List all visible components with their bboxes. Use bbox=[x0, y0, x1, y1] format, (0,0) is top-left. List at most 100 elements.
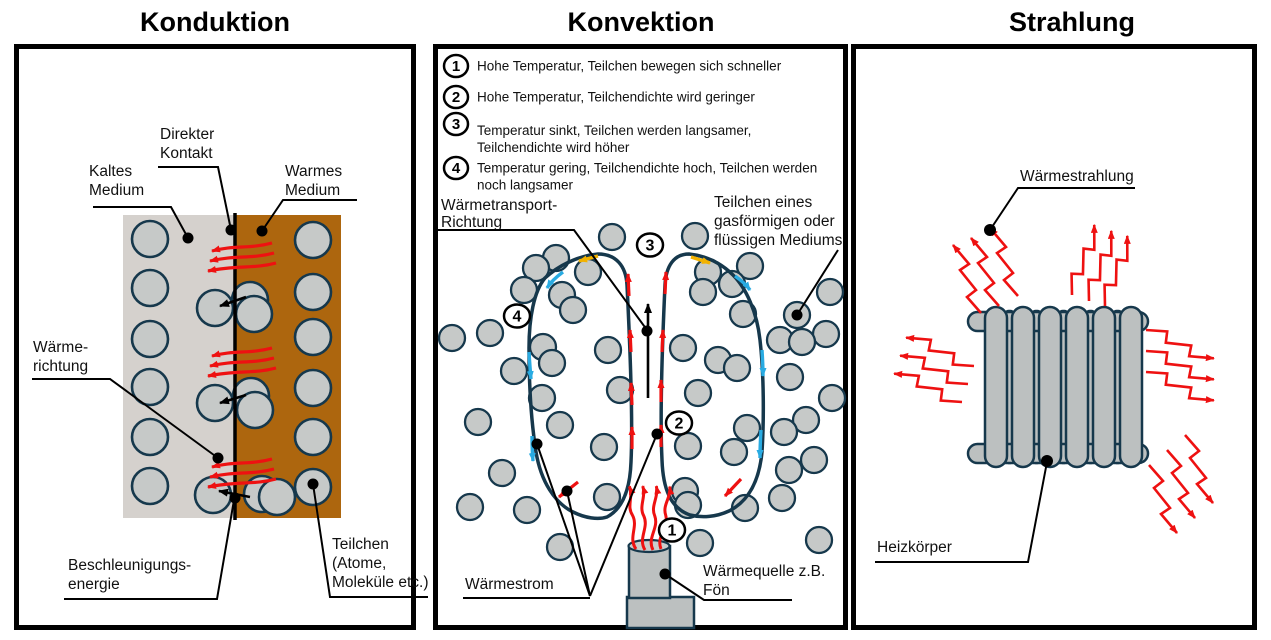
legend-number-badge bbox=[442, 53, 470, 79]
particle bbox=[130, 319, 170, 359]
leader-line bbox=[64, 499, 235, 600]
particle bbox=[537, 348, 567, 378]
label-teilchen: (Atome, bbox=[332, 555, 386, 572]
radiator-fin bbox=[1064, 305, 1090, 469]
particle bbox=[130, 466, 170, 506]
radiation-wave-arrow bbox=[952, 244, 982, 314]
title-konduktion: Konduktion bbox=[140, 7, 290, 37]
label-beschleunigungsenergie: Beschleunigungs- bbox=[68, 557, 191, 574]
radiation-waves bbox=[893, 223, 1215, 534]
particle bbox=[293, 220, 333, 260]
particle bbox=[512, 495, 542, 525]
particle bbox=[195, 288, 235, 328]
leader-dot bbox=[307, 478, 319, 490]
particle bbox=[775, 362, 805, 392]
leader-line bbox=[589, 433, 658, 597]
particle bbox=[499, 356, 529, 386]
particle bbox=[769, 417, 799, 447]
particle bbox=[732, 413, 762, 443]
particle bbox=[130, 367, 170, 407]
particle bbox=[130, 268, 170, 308]
heat-wave-arrow bbox=[658, 485, 675, 550]
leader-line bbox=[32, 378, 219, 459]
leader-dot bbox=[641, 325, 653, 337]
label-teilchen-medium: gasförmigen oder bbox=[714, 213, 835, 230]
particle bbox=[683, 378, 713, 408]
strahlung-diagram: Wärmestrahlung Heizkörper bbox=[875, 168, 1215, 563]
particle bbox=[799, 445, 829, 475]
legend: 1 Hohe Temperatur, Teilchen bewegen sich… bbox=[442, 53, 817, 193]
particle bbox=[545, 410, 575, 440]
radiation-wave-arrow bbox=[1070, 223, 1098, 296]
label-waermetransport-richtung: Wärmetransport- bbox=[441, 197, 557, 214]
leader-dot bbox=[225, 224, 237, 236]
label-teilchen: Teilchen bbox=[332, 536, 389, 553]
leader-line bbox=[536, 443, 591, 597]
particle bbox=[791, 405, 821, 435]
particle bbox=[817, 383, 847, 413]
radiation-wave-arrow bbox=[899, 352, 969, 386]
particle bbox=[597, 222, 627, 252]
particle bbox=[680, 221, 710, 251]
label-teilchen-medium: flüssigen Mediums bbox=[714, 232, 843, 249]
rising-flow-arrow bbox=[624, 273, 632, 297]
rising-flow-arrows bbox=[624, 271, 670, 449]
legend-number-badge bbox=[442, 84, 470, 110]
radiation-wave-arrow bbox=[1184, 434, 1214, 504]
leader-line bbox=[989, 187, 1135, 231]
leader-dot bbox=[182, 232, 194, 244]
legend-text-1: Hohe Temperatur, Teilchen bewegen sich s… bbox=[477, 59, 782, 74]
particle bbox=[475, 318, 505, 348]
particle bbox=[195, 383, 235, 423]
particle bbox=[787, 327, 817, 357]
particle bbox=[455, 492, 485, 522]
title-konvektion: Konvektion bbox=[567, 7, 714, 37]
leader-dot bbox=[229, 492, 241, 504]
leader-line bbox=[158, 166, 232, 231]
number-badge-4 bbox=[502, 303, 532, 329]
leader-dot bbox=[659, 568, 671, 580]
number-badge-1 bbox=[657, 517, 687, 543]
label-waermestrahlung: Wärmestrahlung bbox=[1020, 168, 1134, 185]
particle bbox=[293, 272, 333, 312]
label-kaltes-medium: Kaltes bbox=[89, 163, 132, 180]
particle bbox=[815, 277, 845, 307]
particle bbox=[593, 335, 623, 365]
leader-line bbox=[875, 461, 1048, 563]
label-heizkoerper: Heizkörper bbox=[877, 539, 952, 556]
conduction-particles bbox=[130, 219, 333, 517]
leader-dot bbox=[984, 224, 996, 236]
particle bbox=[487, 458, 517, 488]
leader-dot bbox=[791, 309, 803, 321]
particle bbox=[234, 294, 274, 334]
number-1: 1 bbox=[668, 523, 677, 540]
legend-number-badge bbox=[442, 111, 470, 137]
label-waermestrom: Wärmestrom bbox=[465, 576, 554, 593]
particle bbox=[719, 437, 749, 467]
radiator-fin bbox=[1010, 305, 1036, 469]
label-kaltes-medium: Medium bbox=[89, 182, 144, 199]
particle bbox=[193, 475, 233, 515]
leader-dot bbox=[561, 485, 573, 497]
radiation-wave-arrow bbox=[893, 370, 963, 404]
leader-dot bbox=[651, 428, 663, 440]
radiation-wave-arrow bbox=[1103, 234, 1131, 307]
legend-text-3: Teilchendichte wird höher bbox=[477, 140, 630, 155]
particle bbox=[293, 317, 333, 357]
particle bbox=[735, 251, 765, 281]
particle bbox=[293, 368, 333, 408]
particle bbox=[463, 407, 493, 437]
leader-dot bbox=[1041, 455, 1053, 467]
rising-flow-arrow bbox=[659, 329, 667, 353]
number-4: 4 bbox=[513, 309, 522, 326]
particle bbox=[257, 477, 297, 517]
radiation-wave-arrow bbox=[970, 237, 1000, 307]
radiator-fin bbox=[1091, 305, 1117, 469]
konduktion-diagram: Kaltes Medium Direkter Kontakt Warmes Me… bbox=[32, 126, 428, 600]
leader-dot bbox=[531, 438, 543, 450]
particle bbox=[804, 525, 834, 555]
sinking-flow-arrow bbox=[528, 435, 536, 462]
leader-line bbox=[664, 573, 792, 601]
sinking-flow-arrow bbox=[734, 274, 752, 292]
